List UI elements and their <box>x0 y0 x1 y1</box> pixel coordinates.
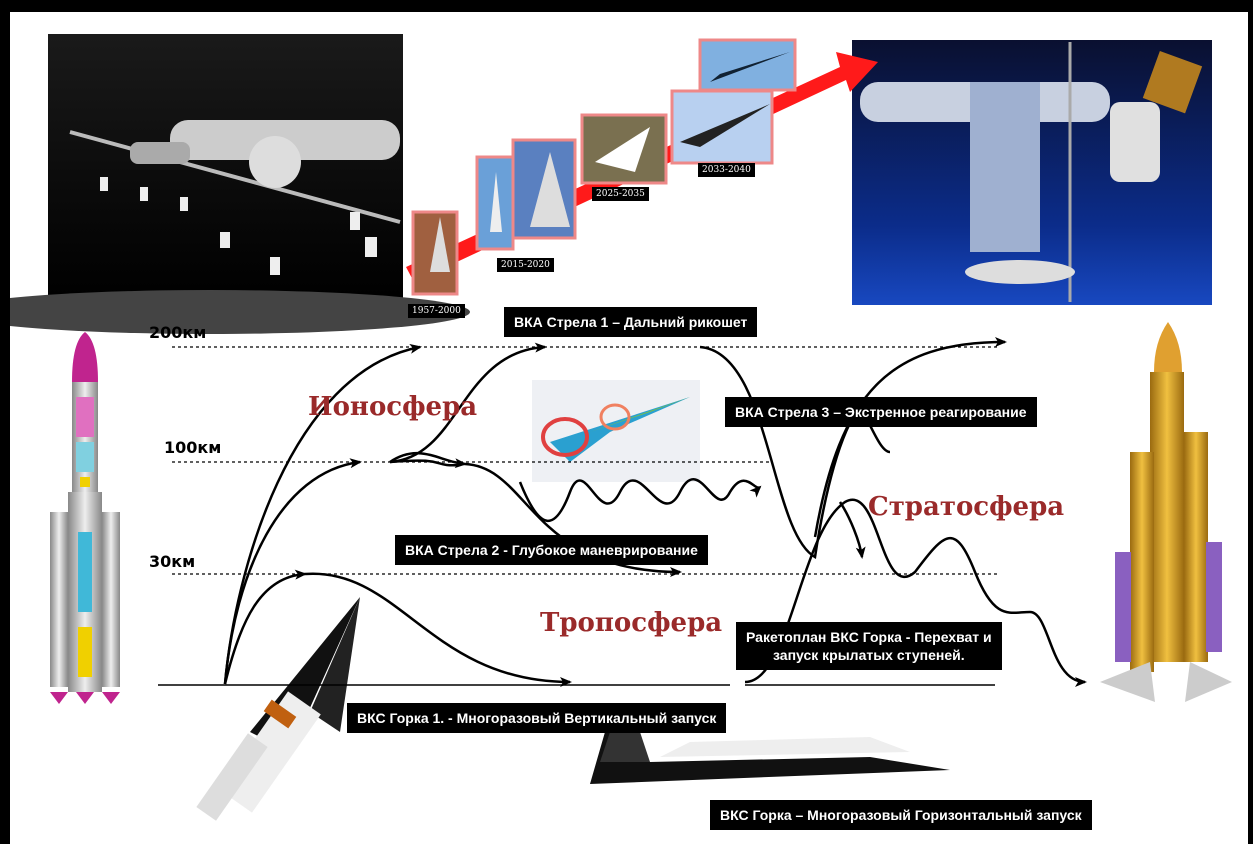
altitude-200km: 200км <box>149 323 207 342</box>
label-strela3: ВКА Стрела 3 – Экстренное реагирование <box>725 397 1037 427</box>
year-label-2: 2015-2020 <box>497 258 554 272</box>
year-label-3: 2025-2035 <box>592 187 649 201</box>
left-rocket-image <box>50 332 120 704</box>
year-label-4: 2033-2040 <box>698 163 755 177</box>
label-raketoplan: Ракетоплан ВКС Горка - Перехват и запуск… <box>736 622 1002 670</box>
altitude-30km: 30км <box>149 552 196 571</box>
label-strela1: ВКА Стрела 1 – Дальний рикошет <box>504 307 758 337</box>
label-gorka-horizontal: ВКС Горка – Многоразовый Горизонтальный … <box>710 800 1092 830</box>
spaceplane-image <box>590 732 950 784</box>
simulation-image <box>532 380 700 482</box>
iss-image <box>852 40 1212 305</box>
right-rocket-image <box>1100 322 1232 702</box>
label-gorka1: ВКС Горка 1. - Многоразовый Вертикальный… <box>347 703 727 733</box>
year-label-1: 1957-2000 <box>408 304 465 318</box>
layer-troposphere: Тропосфера <box>540 608 723 638</box>
layer-stratosphere: Стратосфера <box>868 492 1065 522</box>
label-strela2: ВКА Стрела 2 - Глубокое маневрирование <box>395 535 708 565</box>
diagram-graphics <box>10 34 1232 821</box>
altitude-100km: 100км <box>164 438 222 457</box>
space-station-image <box>10 34 470 334</box>
diagram-canvas: 1957-2000 2015-2020 2025-2035 2033-2040 … <box>10 12 1248 844</box>
label-raketoplan-line2: запуск крылатых ступеней. <box>773 647 965 663</box>
shuttle-stack-image <box>196 597 360 821</box>
label-raketoplan-line1: Ракетоплан ВКС Горка - Перехват и <box>746 629 992 645</box>
layer-ionosphere: Ионосфера <box>308 392 478 422</box>
